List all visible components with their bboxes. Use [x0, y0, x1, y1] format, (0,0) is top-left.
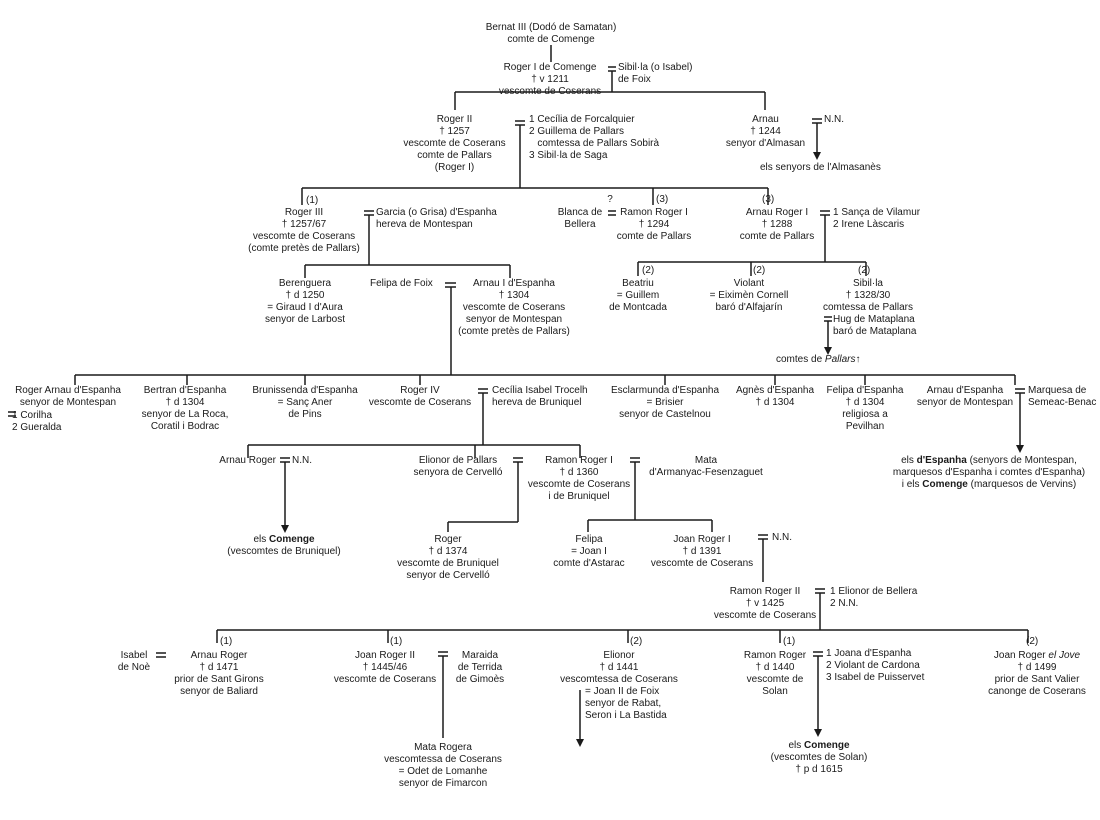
ramon-roger-ii-wives: 1 Elionor de Bellera 2 N.N.	[830, 586, 918, 609]
comenge-solan: els Comenge (vescomtes de Solan) † p d 1…	[770, 740, 868, 775]
cecilia-isabel-trocelh: Cecília Isabel Trocelh hereva de Bruniqu…	[492, 385, 588, 408]
felipa-astarac: Felipa = Joan I comte d'Astarac	[553, 534, 625, 569]
elionor-num: (2)	[630, 636, 643, 647]
joan-roger-ii-num: (1)	[390, 636, 403, 647]
isabel-de-noe: Isabel de Noè	[117, 650, 151, 673]
sibilla-pallars: Sibil·la † 1328/30 comtessa de Pallars	[822, 278, 914, 313]
violant: Violant = Eiximèn Cornell baró d'Alfajar…	[709, 278, 789, 313]
roger-iii-num: (1)	[306, 195, 319, 206]
joan-roger-ii: Joan Roger II † 1445/46 vescomte de Cose…	[333, 650, 437, 685]
violant-num: (2)	[753, 265, 766, 276]
ramon-roger-i-num: (3)	[656, 194, 669, 205]
felipa-de-foix: Felipa de Foix	[370, 278, 433, 289]
roger-iv: Roger IV vescomte de Coserans	[368, 385, 472, 408]
ramon-roger-i: Ramon Roger I † 1294 comte de Pallars	[616, 207, 692, 242]
blanca-de-bellera: Blanca de Bellera	[557, 207, 603, 230]
arnau-spouse: N.N.	[824, 114, 844, 125]
almasanes: els senyors de l'Almasanès	[760, 162, 881, 173]
arnau: Arnau † 1244 senyor d'Almasan	[725, 114, 806, 149]
agnes-d-espanha: Agnès d'Espanha † d 1304	[735, 385, 815, 408]
arnau-roger-i-wives: 1 Sança de Vilamur 2 Irene Làscaris	[833, 207, 921, 230]
roger-i: Roger I de Comenge † v 1211 vescomte de …	[498, 62, 602, 97]
mata-d-armanyac: Mata d'Armanyac-Fesenzaguet	[649, 455, 763, 478]
arnau-roger-prior-num: (1)	[220, 636, 233, 647]
joan-roger-el-jove: Joan Roger el Jove † d 1499 prior de San…	[988, 650, 1086, 697]
maraida-de-terrida: Maraida de Terrida de Gimoès	[455, 650, 505, 685]
garcia-d-espanha: Garcia (o Grisa) d'Espanha hereva de Mon…	[376, 207, 497, 230]
ramon-roger-solan-wives: 1 Joana d'Espanha 2 Violant de Cardona 3…	[826, 648, 925, 683]
sibilla-pallars-num: (2)	[858, 265, 871, 276]
comtes-de-pallars: comtes de Pallars↑	[776, 354, 861, 365]
joan-ii-de-foix: = Joan II de Foix senyor de Rabat, Seron…	[585, 686, 667, 721]
arnau-roger: Arnau Roger	[219, 455, 276, 466]
blanca-q: ?	[607, 194, 613, 205]
brunissenda-d-espanha: Brunissenda d'Espanha = Sanç Aner de Pin…	[252, 385, 358, 420]
arnau-roger-prior: Arnau Roger † d 1471 prior de Sant Giron…	[174, 650, 264, 697]
hug-de-mataplana: Hug de Mataplana baró de Mataplana	[833, 314, 917, 337]
arnau-i-d-espanha: Arnau I d'Espanha † 1304 vescomte de Cos…	[458, 278, 570, 337]
joan-roger-jove-num: (2)	[1026, 636, 1039, 647]
roger-arnau-wives: 1 Corilha 2 Gueralda	[12, 410, 62, 433]
arnau-roger-i-num: (3)	[762, 194, 775, 205]
roger-cervello: Roger † d 1374 vescomte de Bruniquel sen…	[397, 534, 499, 581]
berenguera: Berenguera † d 1250 = Giraud I d'Aura se…	[264, 278, 346, 325]
sibilla-de-foix: Sibil·la (o Isabel) de Foix	[618, 62, 693, 85]
roger-iii: Roger III † 1257/67 vescomte de Coserans…	[248, 207, 360, 254]
beatriu: Beatriu = Guillem de Montcada	[609, 278, 667, 313]
comenge-bruniquel: els Comenge (vescomtes de Bruniquel)	[227, 534, 341, 557]
elionor: Elionor † d 1441 vescomtessa de Coserans	[560, 650, 678, 685]
elionor-de-pallars: Elionor de Pallars senyora de Cervelló	[413, 455, 503, 478]
arnau-roger-spouse: N.N.	[292, 455, 312, 466]
ramon-roger-ii: Ramon Roger II † v 1425 vescomte de Cose…	[713, 586, 817, 621]
marquesa-de-semeac-benac: Marquesa de Semeac-Benac	[1028, 385, 1097, 408]
mata-rogera: Mata Rogera vescomtessa de Coserans = Od…	[384, 742, 502, 789]
ramon-roger-solan: Ramon Roger † d 1440 vescomte de Solan	[743, 650, 807, 697]
arnau-roger-i: Arnau Roger I † 1288 comte de Pallars	[739, 207, 815, 242]
bernat-iii: Bernat III (Dodó de Samatan) comte de Co…	[485, 22, 617, 45]
esclarmunda-d-espanha: Esclarmunda d'Espanha = Brisier senyor d…	[610, 385, 720, 420]
joan-roger-i-spouse: N.N.	[772, 532, 792, 543]
ramon-roger-i-coserans: Ramon Roger I † d 1360 vescomte de Coser…	[527, 455, 631, 502]
roger-ii: Roger II † 1257 vescomte de Coserans com…	[403, 114, 506, 173]
joan-roger-i: Joan Roger I † d 1391 vescomte de Cosera…	[650, 534, 754, 569]
els-d-espanha: els d'Espanha (senyors de Montespan, mar…	[892, 455, 1086, 490]
roger-arnau-d-espanha: Roger Arnau d'Espanha senyor de Montespa…	[15, 385, 121, 408]
beatriu-num: (2)	[642, 265, 655, 276]
felipa-d-espanha: Felipa d'Espanha † d 1304 religiosa a Pe…	[826, 385, 904, 432]
arnau-d-espanha: Arnau d'Espanha senyor de Montespan	[916, 385, 1014, 408]
roger-ii-wives: 1 Cecília de Forcalquier 2 Guillema de P…	[529, 114, 660, 161]
bertran-d-espanha: Bertran d'Espanha † d 1304 senyor de La …	[141, 385, 229, 432]
ramon-roger-solan-num: (1)	[783, 636, 796, 647]
